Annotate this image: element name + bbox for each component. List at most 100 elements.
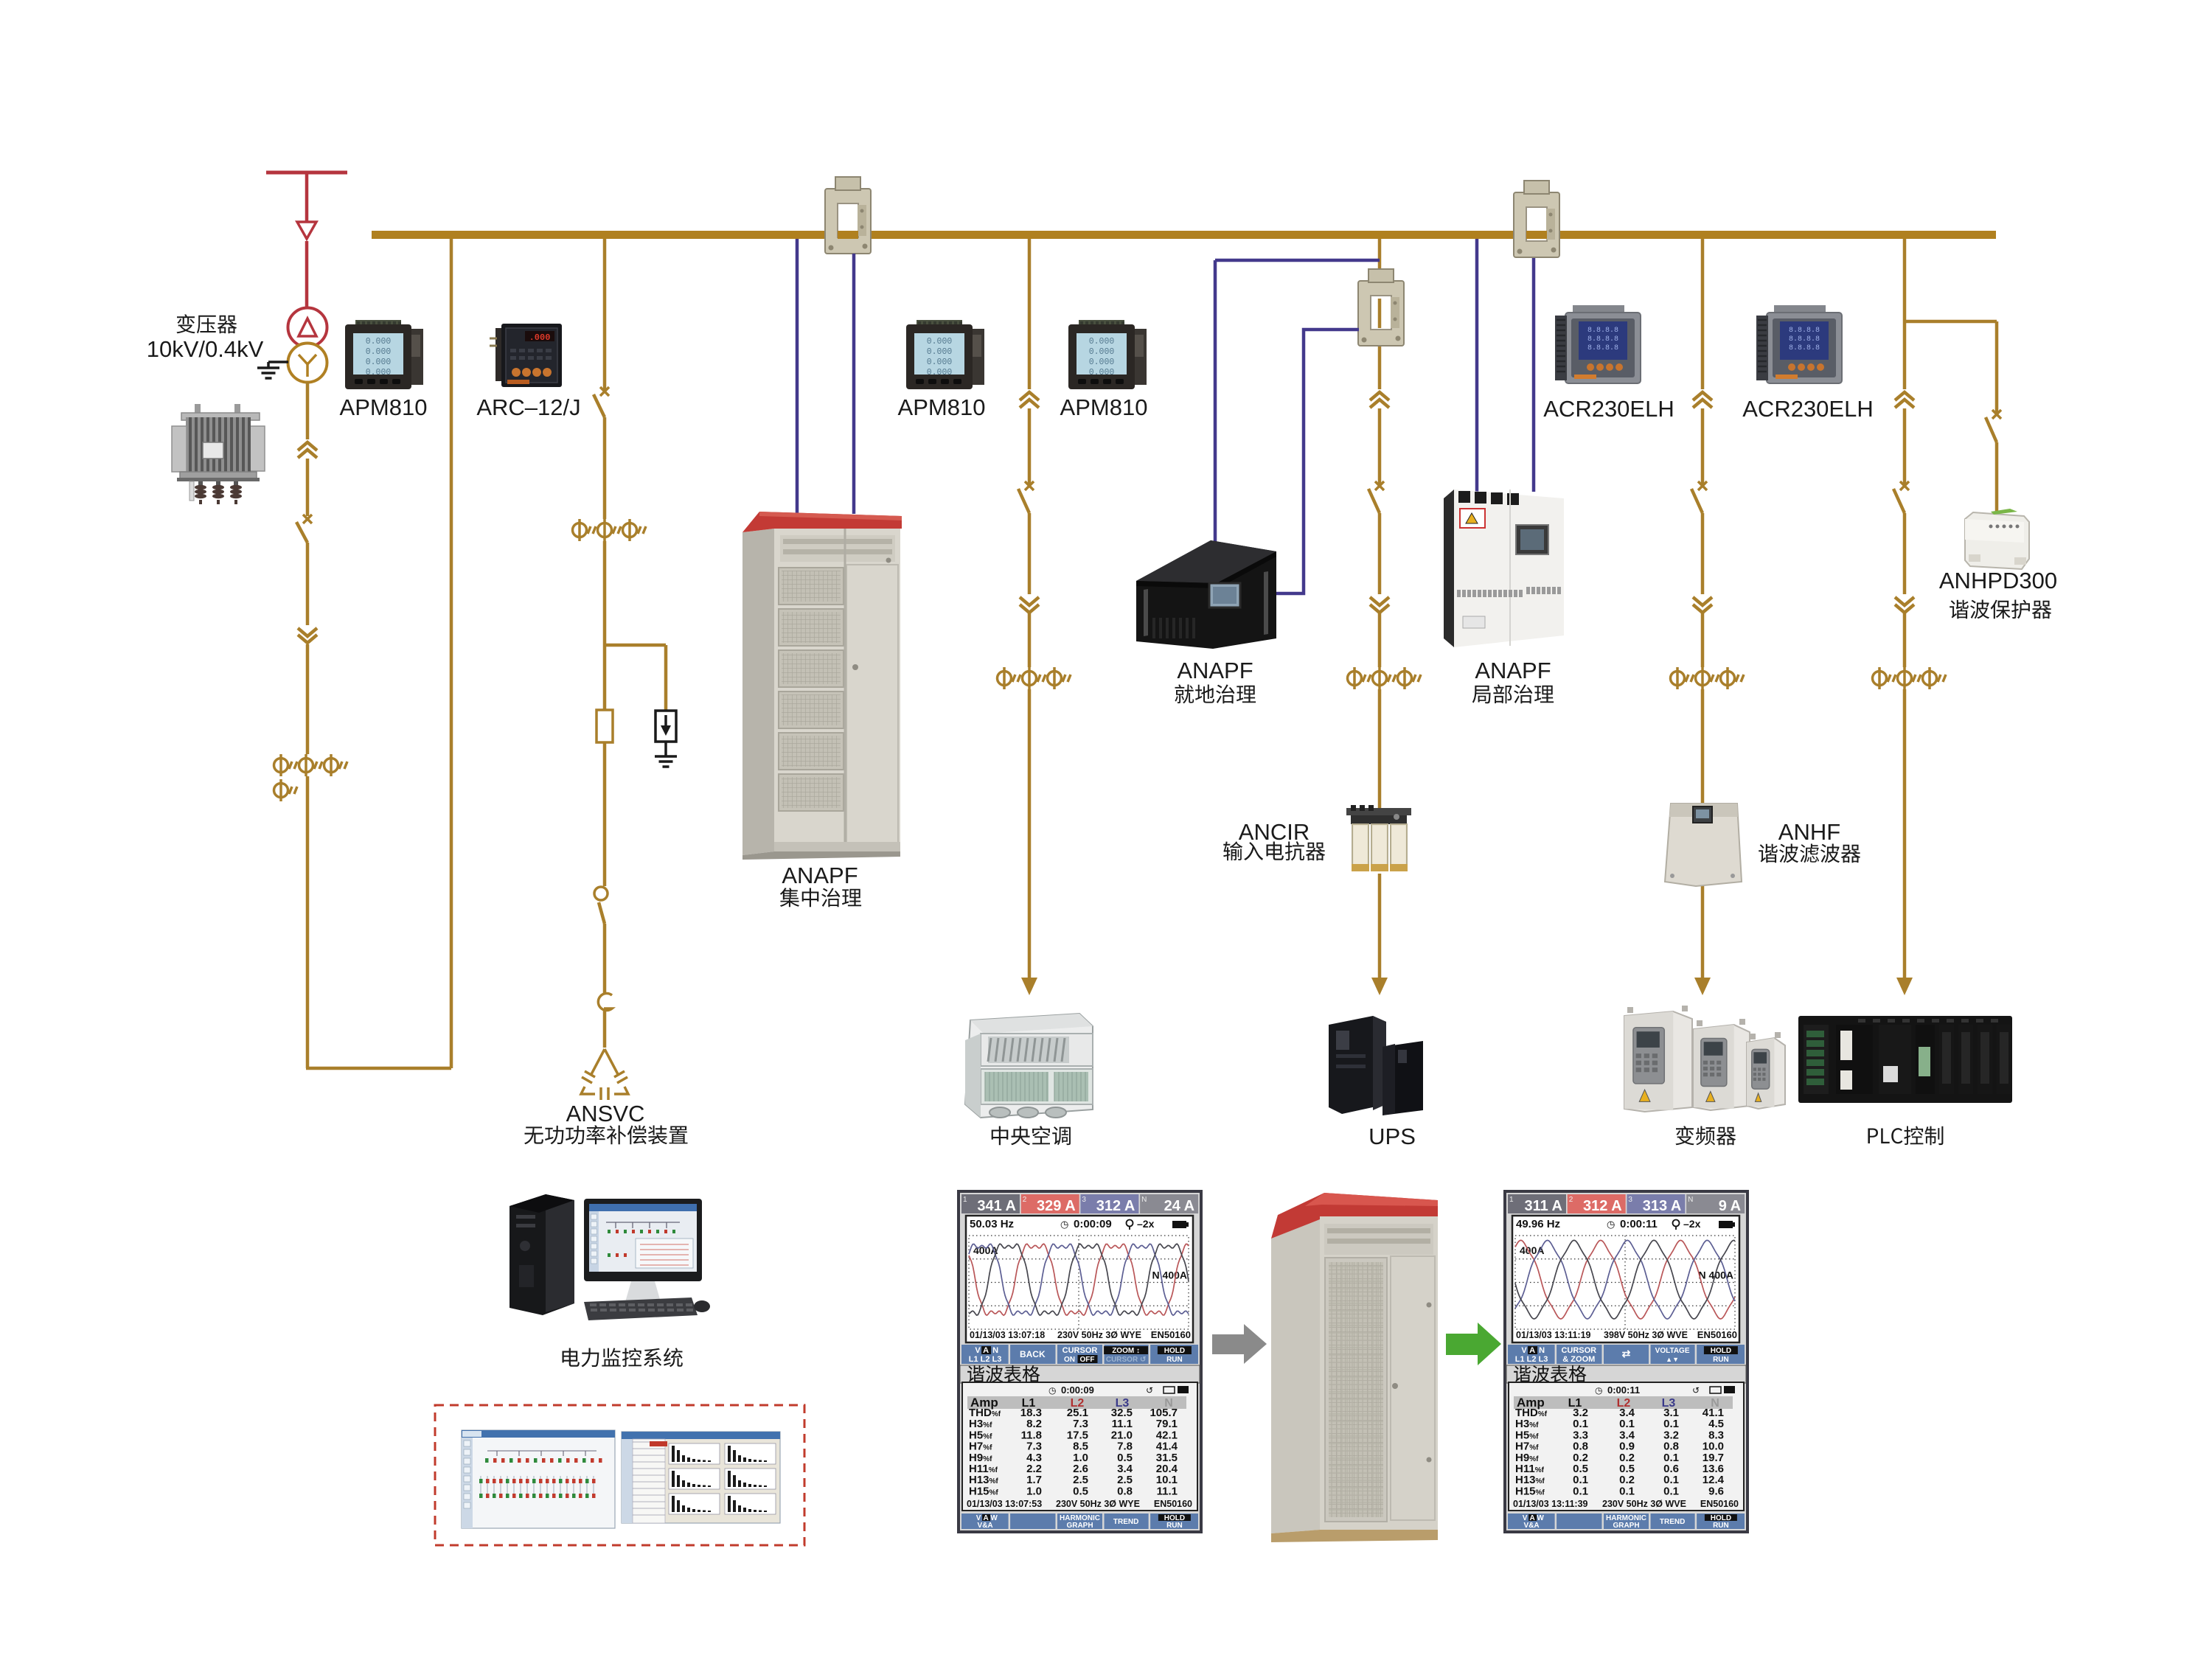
svg-text:HARMONIC: HARMONIC xyxy=(1060,1514,1100,1522)
svg-text:41.1: 41.1 xyxy=(1703,1407,1724,1419)
svg-text:3.4: 3.4 xyxy=(1619,1407,1635,1419)
svg-text:0:00:11: 0:00:11 xyxy=(1607,1384,1640,1396)
svg-text:0.000: 0.000 xyxy=(1089,368,1115,377)
svg-text:N: N xyxy=(1539,1346,1545,1355)
svg-text:APM810: APM810 xyxy=(898,394,986,420)
svg-text:L1: L1 xyxy=(1568,1397,1582,1410)
svg-text:0.000: 0.000 xyxy=(1089,337,1115,346)
svg-text:H11%f: H11%f xyxy=(1515,1463,1545,1475)
svg-text:HOLD: HOLD xyxy=(1711,1514,1731,1522)
svg-text:0.5: 0.5 xyxy=(1573,1463,1588,1475)
svg-text:H7%f: H7%f xyxy=(969,1441,992,1453)
svg-text:50.03 Hz: 50.03 Hz xyxy=(970,1218,1014,1230)
svg-text:3.2: 3.2 xyxy=(1573,1407,1588,1419)
svg-text:V: V xyxy=(1523,1514,1528,1522)
svg-text:N: N xyxy=(992,1346,998,1355)
svg-text:L3: L3 xyxy=(1116,1397,1130,1410)
svg-text:ANAPF: ANAPF xyxy=(782,863,858,888)
svg-text:Amp: Amp xyxy=(1517,1396,1545,1410)
svg-text:10.0: 10.0 xyxy=(1703,1441,1724,1453)
svg-text:GRAPH: GRAPH xyxy=(1066,1522,1093,1530)
svg-text:A: A xyxy=(983,1514,988,1522)
svg-text:2: 2 xyxy=(1023,1196,1027,1204)
svg-text:2.2: 2.2 xyxy=(1026,1463,1042,1475)
svg-text:0.000: 0.000 xyxy=(927,347,953,357)
svg-text:32.5: 32.5 xyxy=(1111,1407,1133,1419)
svg-text:Amp: Amp xyxy=(970,1396,998,1410)
svg-text:0.000: 0.000 xyxy=(927,337,953,346)
svg-text:11.1: 11.1 xyxy=(1157,1485,1178,1497)
svg-text:N: N xyxy=(1141,1196,1147,1204)
svg-text:8.8.8.8: 8.8.8.8 xyxy=(1587,344,1618,352)
svg-text:RUN: RUN xyxy=(1166,1356,1183,1364)
svg-text:0.1: 0.1 xyxy=(1573,1474,1588,1486)
svg-text:0.1: 0.1 xyxy=(1663,1418,1679,1430)
svg-text:24 A: 24 A xyxy=(1164,1198,1195,1214)
svg-text:25.1: 25.1 xyxy=(1067,1407,1088,1419)
svg-text:311 A: 311 A xyxy=(1524,1198,1562,1214)
svg-text:79.1: 79.1 xyxy=(1156,1418,1178,1430)
svg-text:4.5: 4.5 xyxy=(1708,1418,1724,1430)
svg-text:0.6: 0.6 xyxy=(1663,1463,1679,1475)
svg-text:8.2: 8.2 xyxy=(1026,1418,1042,1430)
svg-text:0.5: 0.5 xyxy=(1117,1452,1133,1464)
svg-text:230V 50Hz 3Ø WYE: 230V 50Hz 3Ø WYE xyxy=(1056,1499,1140,1509)
svg-text:L1: L1 xyxy=(1022,1397,1036,1410)
svg-text:H5%f: H5%f xyxy=(1515,1429,1539,1441)
svg-text:0.8: 0.8 xyxy=(1663,1441,1679,1453)
svg-text:H9%f: H9%f xyxy=(969,1452,992,1464)
svg-text:CURSOR: CURSOR xyxy=(1561,1346,1596,1355)
svg-text:H3%f: H3%f xyxy=(1515,1418,1539,1430)
svg-text:RUN: RUN xyxy=(1713,1522,1729,1530)
svg-text:APM810: APM810 xyxy=(340,394,428,420)
svg-text:329 A: 329 A xyxy=(1037,1198,1076,1214)
svg-text:▲▼: ▲▼ xyxy=(1666,1356,1679,1363)
svg-text:0.000: 0.000 xyxy=(366,337,392,346)
svg-text:9 A: 9 A xyxy=(1719,1198,1741,1214)
svg-text:0.1: 0.1 xyxy=(1663,1452,1679,1464)
svg-text:ANAPF: ANAPF xyxy=(1475,658,1551,683)
svg-text:9.6: 9.6 xyxy=(1708,1485,1724,1497)
svg-text:0.000: 0.000 xyxy=(366,368,392,377)
svg-text:0.9: 0.9 xyxy=(1619,1441,1635,1453)
svg-text:19.7: 19.7 xyxy=(1703,1452,1724,1464)
svg-text:N: N xyxy=(1164,1397,1173,1410)
svg-text:V: V xyxy=(1521,1346,1527,1355)
svg-text:1.0: 1.0 xyxy=(1026,1485,1042,1497)
svg-text:341 A: 341 A xyxy=(977,1198,1016,1214)
svg-text:17.5: 17.5 xyxy=(1067,1429,1088,1441)
svg-text:HOLD: HOLD xyxy=(1164,1347,1185,1355)
svg-text:H3%f: H3%f xyxy=(969,1418,992,1430)
svg-text:0:00:09: 0:00:09 xyxy=(1074,1218,1112,1230)
svg-text:21.0: 21.0 xyxy=(1111,1429,1133,1441)
svg-text:ARC–12/J: ARC–12/J xyxy=(476,394,580,420)
svg-text:2.5: 2.5 xyxy=(1117,1474,1133,1486)
svg-text:◷: ◷ xyxy=(1595,1385,1602,1396)
svg-text:W: W xyxy=(990,1514,998,1522)
svg-text:HARMONIC: HARMONIC xyxy=(1606,1514,1646,1522)
svg-text:H15%f: H15%f xyxy=(1515,1485,1545,1497)
svg-text:V: V xyxy=(976,1514,981,1522)
svg-text:1.7: 1.7 xyxy=(1026,1474,1042,1486)
svg-text:49.96 Hz: 49.96 Hz xyxy=(1516,1218,1560,1230)
svg-text:3.4: 3.4 xyxy=(1619,1429,1635,1441)
svg-text:HOLD: HOLD xyxy=(1711,1347,1731,1355)
svg-text:0.2: 0.2 xyxy=(1619,1474,1635,1486)
svg-text:01/13/03 13:07:18: 01/13/03 13:07:18 xyxy=(970,1330,1045,1340)
svg-text:GRAPH: GRAPH xyxy=(1613,1522,1639,1530)
svg-text:& ZOOM: & ZOOM xyxy=(1562,1355,1595,1364)
svg-text:10kV/0.4kV: 10kV/0.4kV xyxy=(147,336,264,362)
svg-text:L3: L3 xyxy=(1662,1397,1676,1410)
svg-text:4.3: 4.3 xyxy=(1026,1452,1042,1464)
svg-text:0.1: 0.1 xyxy=(1573,1418,1588,1430)
svg-text:0.8: 0.8 xyxy=(1117,1485,1133,1497)
svg-text:105.7: 105.7 xyxy=(1150,1407,1178,1419)
svg-text:7.3: 7.3 xyxy=(1026,1441,1042,1453)
svg-text:18.3: 18.3 xyxy=(1020,1407,1042,1419)
svg-text:EN50160: EN50160 xyxy=(1697,1329,1737,1340)
svg-text:8.8.8.8: 8.8.8.8 xyxy=(1587,335,1618,344)
svg-text:H13%f: H13%f xyxy=(1515,1474,1545,1486)
svg-text:1: 1 xyxy=(1509,1196,1514,1204)
svg-text:EN50160: EN50160 xyxy=(1154,1499,1192,1509)
svg-text:◷: ◷ xyxy=(1607,1219,1615,1230)
